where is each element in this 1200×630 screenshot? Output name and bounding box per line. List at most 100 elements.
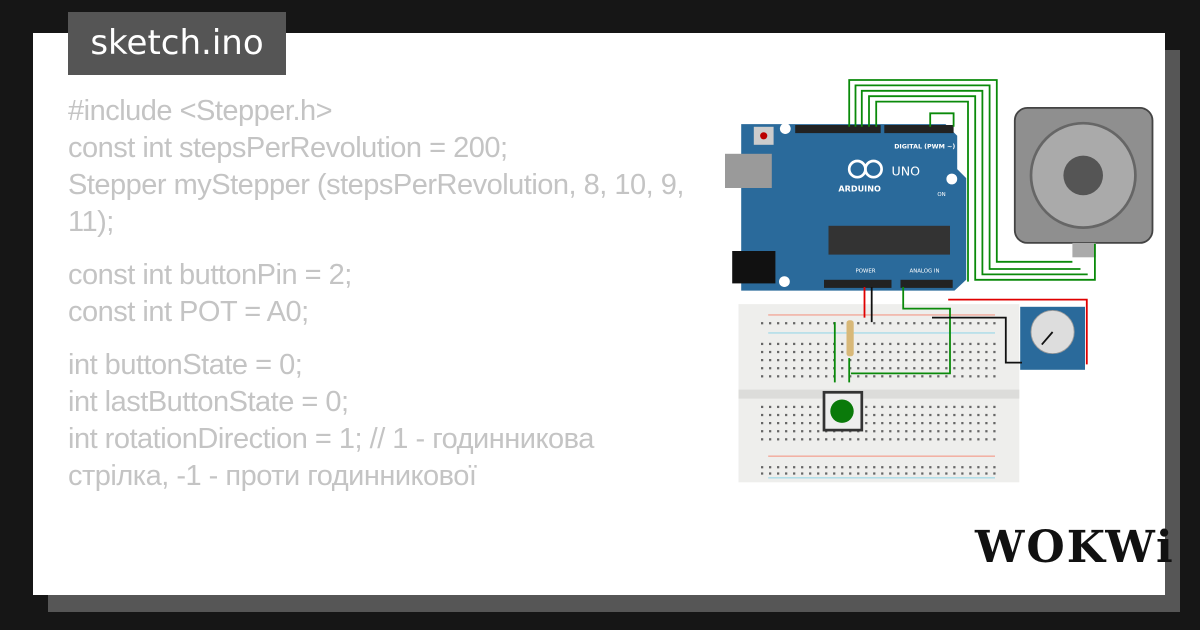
code-line: #include <Stepper.h> — [68, 95, 333, 127]
breadboard-hole — [825, 367, 828, 370]
breadboard-hole — [913, 466, 916, 469]
breadboard-hole — [969, 413, 972, 417]
breadboard-hole — [865, 375, 868, 378]
breadboard-hole — [801, 413, 804, 417]
breadboard-hole — [977, 367, 980, 370]
breadboard-hole — [929, 472, 932, 475]
breadboard-hole — [977, 472, 980, 475]
breadboard-hole — [905, 322, 908, 325]
breadboard-hole — [985, 350, 988, 354]
breadboard-hole — [897, 438, 900, 441]
breadboard-hole — [977, 422, 980, 425]
breadboard-hole — [769, 413, 772, 417]
breadboard-hole — [905, 342, 908, 346]
breadboard-hole — [817, 359, 820, 362]
breadboard-hole — [961, 466, 964, 469]
breadboard-hole — [809, 405, 812, 409]
breadboard-hole — [849, 375, 852, 378]
breadboard-hole — [961, 350, 964, 354]
breadboard-hole — [913, 430, 916, 433]
breadboard-hole — [761, 422, 764, 425]
breadboard-hole — [881, 367, 884, 370]
breadboard-hole — [865, 322, 868, 325]
breadboard-hole — [977, 322, 980, 325]
breadboard-hole — [945, 405, 948, 409]
breadboard-hole — [833, 438, 836, 441]
breadboard-hole — [801, 367, 804, 370]
breadboard-hole — [777, 422, 780, 425]
breadboard-hole — [761, 472, 764, 475]
breadboard-hole — [937, 375, 940, 378]
breadboard-hole — [809, 413, 812, 417]
breadboard-hole — [945, 422, 948, 425]
breadboard-hole — [969, 350, 972, 354]
breadboard-hole — [865, 405, 868, 409]
breadboard-hole — [993, 405, 996, 409]
breadboard-hole — [761, 413, 764, 417]
breadboard-hole — [889, 342, 892, 346]
breadboard-hole — [817, 466, 820, 469]
breadboard-hole — [977, 375, 980, 378]
breadboard-hole — [801, 342, 804, 346]
breadboard-hole — [801, 350, 804, 354]
breadboard-hole — [793, 322, 796, 325]
breadboard-hole — [961, 430, 964, 433]
breadboard-hole — [769, 466, 772, 469]
code-line: int buttonState = 0; — [68, 349, 303, 381]
breadboard-hole — [961, 422, 964, 425]
breadboard-hole — [841, 438, 844, 441]
breadboard-hole — [929, 422, 932, 425]
breadboard-hole — [785, 422, 788, 425]
breadboard-hole — [873, 430, 876, 433]
breadboard-hole — [761, 342, 764, 346]
breadboard-hole — [985, 342, 988, 346]
breadboard-hole — [825, 350, 828, 354]
breadboard-hole — [809, 350, 812, 354]
breadboard-hole — [921, 405, 924, 409]
breadboard-hole — [777, 466, 780, 469]
code-line: Stepper myStepper (stepsPerRevolution, 8… — [68, 169, 692, 238]
breadboard-hole — [841, 342, 844, 346]
breadboard-hole — [865, 422, 868, 425]
breadboard-hole — [945, 342, 948, 346]
stepper-motor — [1013, 107, 1154, 258]
breadboard-hole — [905, 359, 908, 362]
breadboard-hole — [937, 405, 940, 409]
breadboard-hole — [969, 405, 972, 409]
breadboard-hole — [777, 438, 780, 441]
breadboard-hole — [953, 375, 956, 378]
breadboard-hole — [857, 375, 860, 378]
breadboard-hole — [929, 342, 932, 346]
breadboard-hole — [985, 322, 988, 325]
breadboard-hole — [937, 438, 940, 441]
breadboard-hole — [945, 438, 948, 441]
breadboard-hole — [801, 405, 804, 409]
breadboard-hole — [841, 472, 844, 475]
breadboard-hole — [969, 322, 972, 325]
breadboard-hole — [761, 430, 764, 433]
breadboard-hole — [969, 367, 972, 370]
breadboard-hole — [793, 430, 796, 433]
breadboard-hole — [873, 322, 876, 325]
breadboard-hole — [913, 472, 916, 475]
breadboard-hole — [865, 430, 868, 433]
breadboard-hole — [905, 430, 908, 433]
breadboard-hole — [881, 472, 884, 475]
breadboard-hole — [905, 466, 908, 469]
breadboard-hole — [921, 413, 924, 417]
breadboard-hole — [889, 350, 892, 354]
breadboard-hole — [865, 367, 868, 370]
breadboard-hole — [977, 359, 980, 362]
breadboard-hole — [937, 359, 940, 362]
breadboard-hole — [993, 350, 996, 354]
breadboard-hole — [977, 438, 980, 441]
breadboard-hole — [993, 422, 996, 425]
breadboard-hole — [873, 422, 876, 425]
breadboard-hole — [945, 413, 948, 417]
breadboard-hole — [945, 367, 948, 370]
code-line: int lastButtonState = 0; — [68, 386, 349, 418]
breadboard-hole — [993, 413, 996, 417]
breadboard-hole — [785, 430, 788, 433]
breadboard-hole — [857, 359, 860, 362]
breadboard-hole — [905, 422, 908, 425]
